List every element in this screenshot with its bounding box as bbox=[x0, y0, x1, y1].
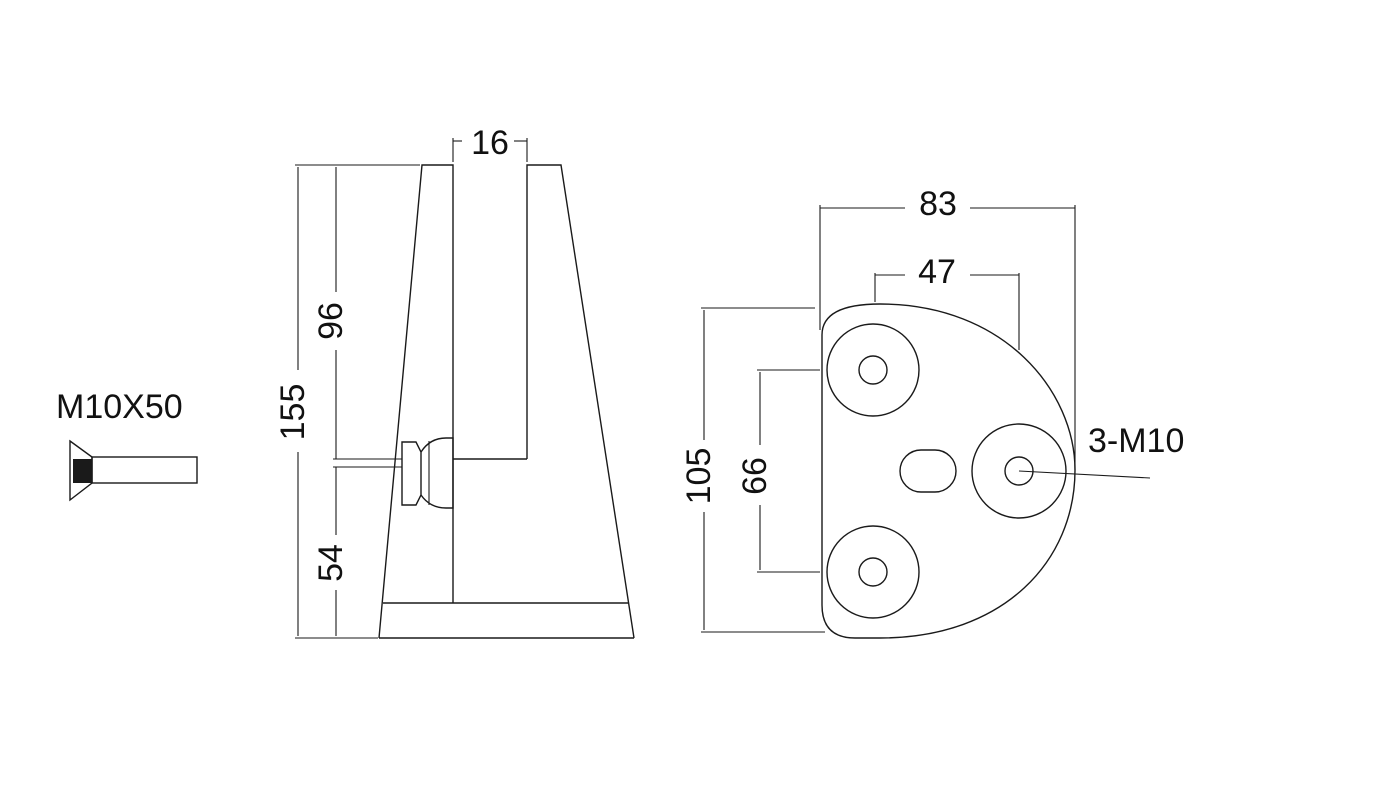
center-slot bbox=[899, 449, 957, 493]
dim-96-text: 96 bbox=[312, 302, 350, 340]
hole-top bbox=[858, 355, 888, 385]
dim-155-text: 155 bbox=[274, 384, 312, 441]
screw-shank bbox=[91, 456, 198, 484]
hole-bottom bbox=[858, 557, 888, 587]
hole-right-boss bbox=[971, 423, 1067, 519]
plan-view bbox=[821, 303, 1151, 639]
screw-label: M10X50 bbox=[56, 388, 183, 426]
clamp-screw-head bbox=[401, 441, 422, 506]
dim-16-text: 16 bbox=[471, 124, 509, 162]
dim-54-text: 54 bbox=[312, 544, 350, 582]
right-jaw-outline bbox=[526, 164, 635, 639]
dim-47-text: 47 bbox=[918, 253, 956, 291]
dim-83-text: 83 bbox=[919, 185, 957, 223]
thread-label: 3-M10 bbox=[1088, 422, 1184, 460]
hole-bottom-boss bbox=[826, 525, 920, 619]
hole-right bbox=[1004, 456, 1034, 486]
clamp-knob bbox=[420, 437, 454, 509]
left-jaw-outline bbox=[378, 164, 454, 639]
plate-outline bbox=[821, 303, 1076, 639]
side-view bbox=[378, 164, 635, 639]
screw-head-recess bbox=[73, 459, 92, 483]
dim-66-text: 66 bbox=[736, 457, 774, 495]
screw-figure bbox=[69, 439, 198, 502]
plan-dimensions bbox=[701, 205, 1076, 633]
side-dimensions bbox=[295, 138, 528, 639]
thread-leader-line bbox=[1018, 470, 1151, 479]
hole-top-boss bbox=[826, 323, 920, 417]
dim-105-text: 105 bbox=[680, 448, 718, 505]
